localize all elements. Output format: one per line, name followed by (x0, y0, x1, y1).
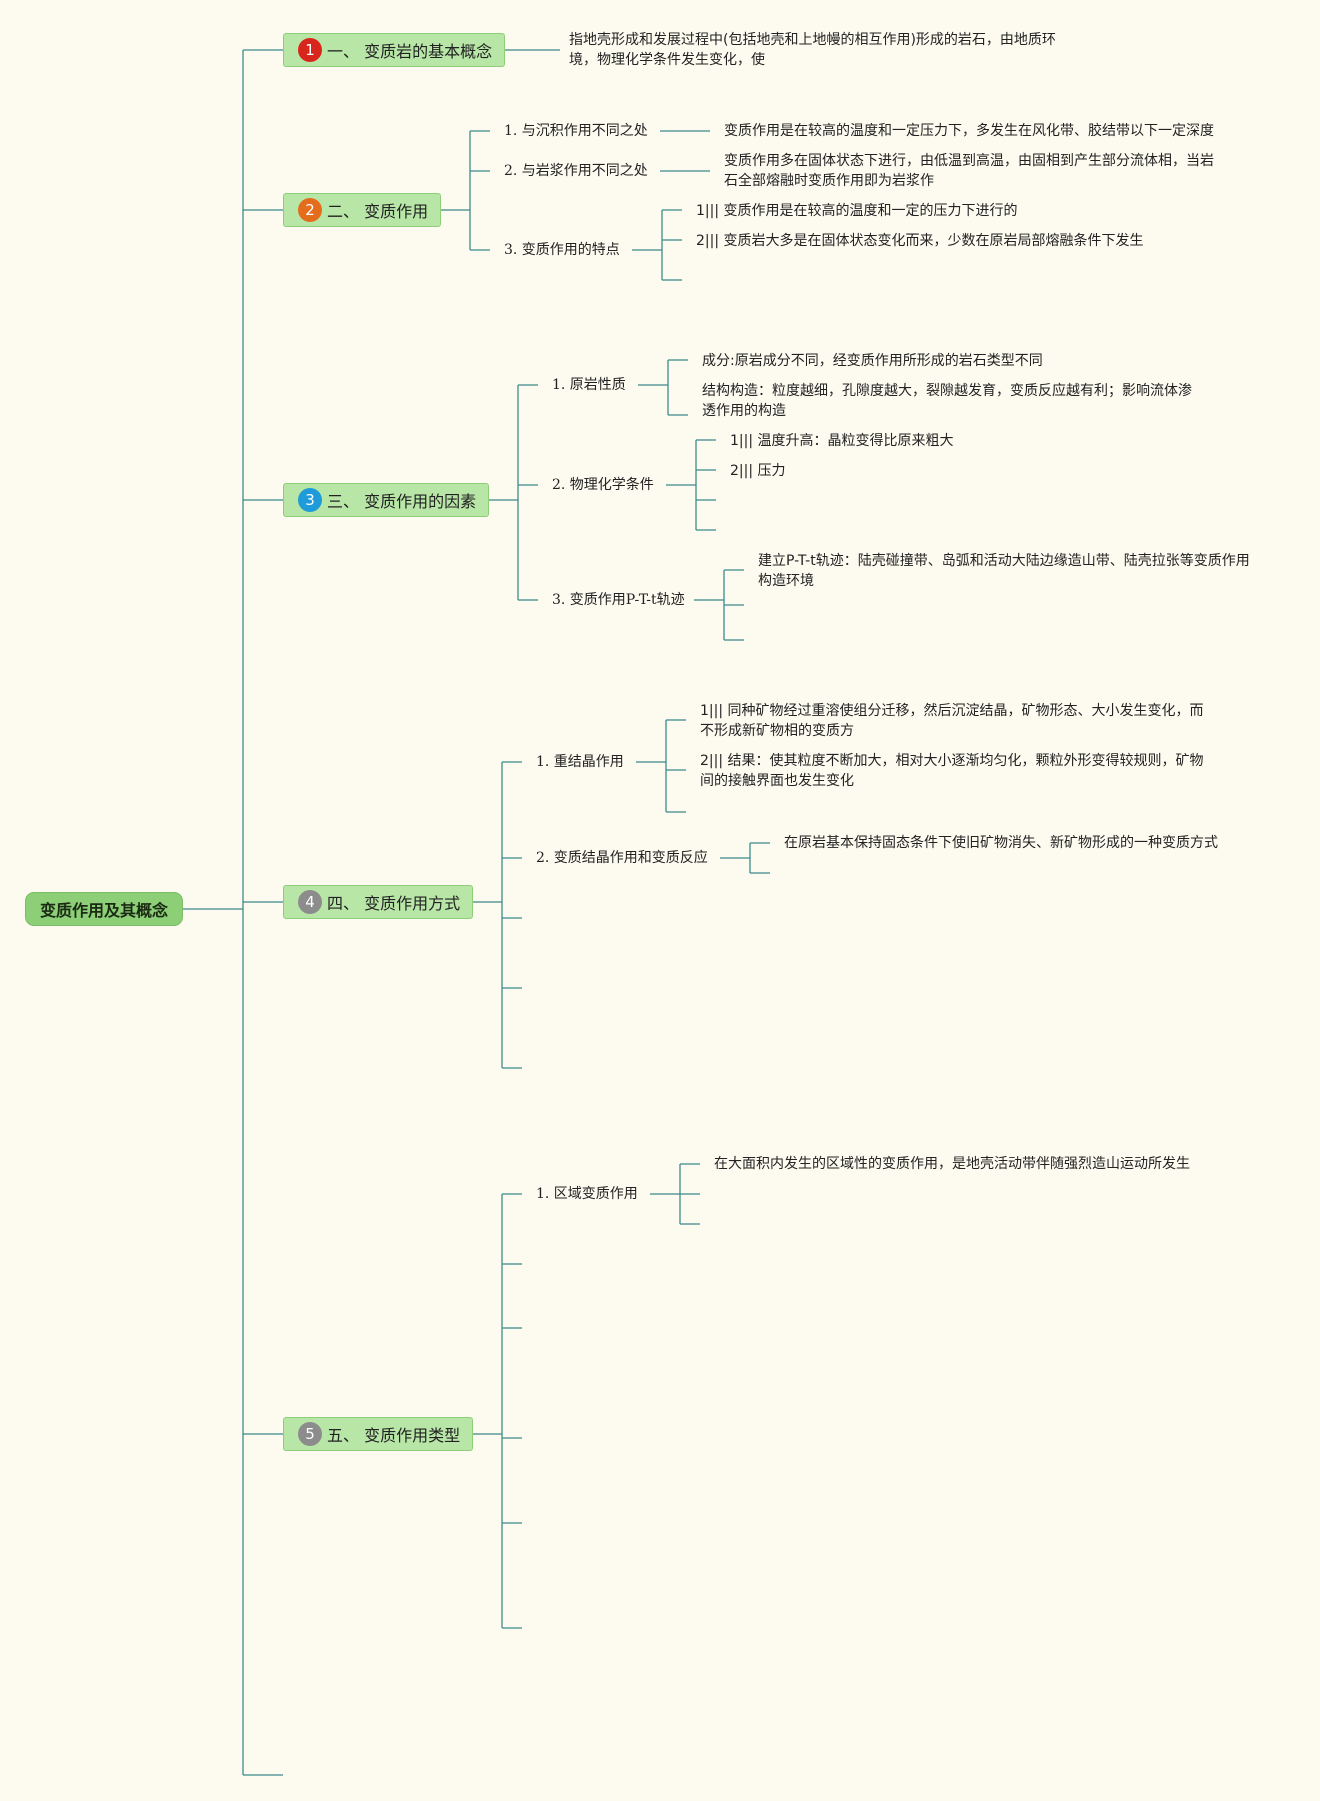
t3-sub2-leaf1[interactable]: 1||| 温度升高：晶粒变得比原来粗大 (730, 433, 954, 449)
t4-sub2-leaf1[interactable]: 在原岩基本保持固态条件下使旧矿物消失、新矿物形成的一种变质方式 (784, 835, 1218, 851)
t5-sub1[interactable]: 1. 区域变质作用 (536, 1186, 638, 1202)
leaf-line: 构造环境 (758, 573, 814, 589)
t2-sub2[interactable]: 2. 与岩浆作用不同之处 (504, 163, 648, 179)
topic-label: 三、 变质作用的因素 (327, 492, 477, 511)
t2-sub2-desc[interactable]: 变质作用多在固体状态下进行，由低温到高温，由固相到产生部分流体相，当岩 石全部熔… (724, 151, 1214, 191)
number-3-icon: 3 (298, 488, 322, 512)
leaf-line: 结构构造：粒度越细，孔隙度越大，裂隙越发育，变质反应越有利；影响流体渗 (702, 383, 1192, 399)
leaf-line: 2||| 结果：使其粒度不断加大，相对大小逐渐均匀化，颗粒外形变得较规则，矿物 (700, 753, 1204, 769)
number-1-icon: 1 (298, 38, 322, 62)
t3-sub3-leaf1[interactable]: 建立P-T-t轨迹：陆壳碰撞带、岛弧和活动大陆边缘造山带、陆壳拉张等变质作用 构… (758, 551, 1250, 591)
topic-label: 一、 变质岩的基本概念 (327, 42, 493, 61)
t4-sub2[interactable]: 2. 变质结晶作用和变质反应 (536, 850, 708, 866)
leaf-line: 建立P-T-t轨迹：陆壳碰撞带、岛弧和活动大陆边缘造山带、陆壳拉张等变质作用 (758, 553, 1250, 569)
topic-node-5[interactable]: 5 五、 变质作用类型 (283, 1417, 474, 1451)
t4-sub1-leaf2[interactable]: 2||| 结果：使其粒度不断加大，相对大小逐渐均匀化，颗粒外形变得较规则，矿物 … (700, 751, 1204, 791)
leaf-line: 透作用的构造 (702, 403, 786, 419)
t2-sub3-leaf1[interactable]: 1||| 变质作用是在较高的温度和一定的压力下进行的 (696, 203, 1018, 219)
t2-sub1[interactable]: 1. 与沉积作用不同之处 (504, 123, 648, 139)
desc-line: 石全部熔融时变质作用即为岩浆作 (724, 173, 934, 189)
topic-label: 五、 变质作用类型 (327, 1426, 461, 1445)
t2-sub3[interactable]: 3. 变质作用的特点 (504, 242, 620, 258)
t4-sub1-leaf1[interactable]: 1||| 同种矿物经过重溶使组分迁移，然后沉淀结晶，矿物形态、大小发生变化，而 … (700, 701, 1204, 741)
t2-sub3-leaf2[interactable]: 2||| 变质岩大多是在固体状态变化而来，少数在原岩局部熔融条件下发生 (696, 233, 1144, 249)
t3-sub1-leaf1[interactable]: 成分:原岩成分不同，经变质作用所形成的岩石类型不同 (702, 353, 1043, 369)
t3-sub3[interactable]: 3. 变质作用P-T-t轨迹 (552, 592, 685, 608)
topic-node-4[interactable]: 4 四、 变质作用方式 (283, 885, 474, 919)
t3-sub2-leaf2[interactable]: 2||| 压力 (730, 463, 786, 479)
t5-sub1-leaf1[interactable]: 在大面积内发生的区域性的变质作用，是地壳活动带伴随强烈造山运动所发生 (714, 1156, 1190, 1172)
number-4-icon: 4 (298, 890, 322, 914)
leaf-line: 间的接触界面也发生变化 (700, 773, 854, 789)
root-node[interactable]: 变质作用及其概念 (25, 892, 183, 926)
t3-sub1-leaf2[interactable]: 结构构造：粒度越细，孔隙度越大，裂隙越发育，变质反应越有利；影响流体渗 透作用的… (702, 381, 1192, 421)
t2-sub1-desc[interactable]: 变质作用是在较高的温度和一定压力下，多发生在风化带、胶结带以下一定深度 (724, 123, 1214, 139)
topic-node-2[interactable]: 2 二、 变质作用 (283, 193, 442, 227)
desc-line: 变质作用多在固体状态下进行，由低温到高温，由固相到产生部分流体相，当岩 (724, 153, 1214, 169)
number-2-icon: 2 (298, 198, 322, 222)
topic-label: 四、 变质作用方式 (327, 894, 461, 913)
topic-1-desc[interactable]: 指地壳形成和发展过程中(包括地壳和上地幔的相互作用)形成的岩石，由地质环 境，物… (569, 30, 1056, 70)
topic-label: 二、 变质作用 (327, 202, 429, 221)
leaf-line: 1||| 同种矿物经过重溶使组分迁移，然后沉淀结晶，矿物形态、大小发生变化，而 (700, 703, 1204, 719)
root-label: 变质作用及其概念 (39, 901, 168, 920)
topic-node-3[interactable]: 3 三、 变质作用的因素 (283, 483, 490, 517)
desc-line: 指地壳形成和发展过程中(包括地壳和上地幔的相互作用)形成的岩石，由地质环 (569, 32, 1056, 48)
desc-line: 境，物理化学条件发生变化，使 (569, 52, 765, 68)
leaf-line: 不形成新矿物相的变质方 (700, 723, 854, 739)
t3-sub1[interactable]: 1. 原岩性质 (552, 377, 626, 393)
number-5-icon: 5 (298, 1422, 322, 1446)
t4-sub1[interactable]: 1. 重结晶作用 (536, 754, 624, 770)
t3-sub2[interactable]: 2. 物理化学条件 (552, 477, 654, 493)
topic-node-1[interactable]: 1 一、 变质岩的基本概念 (283, 33, 506, 67)
